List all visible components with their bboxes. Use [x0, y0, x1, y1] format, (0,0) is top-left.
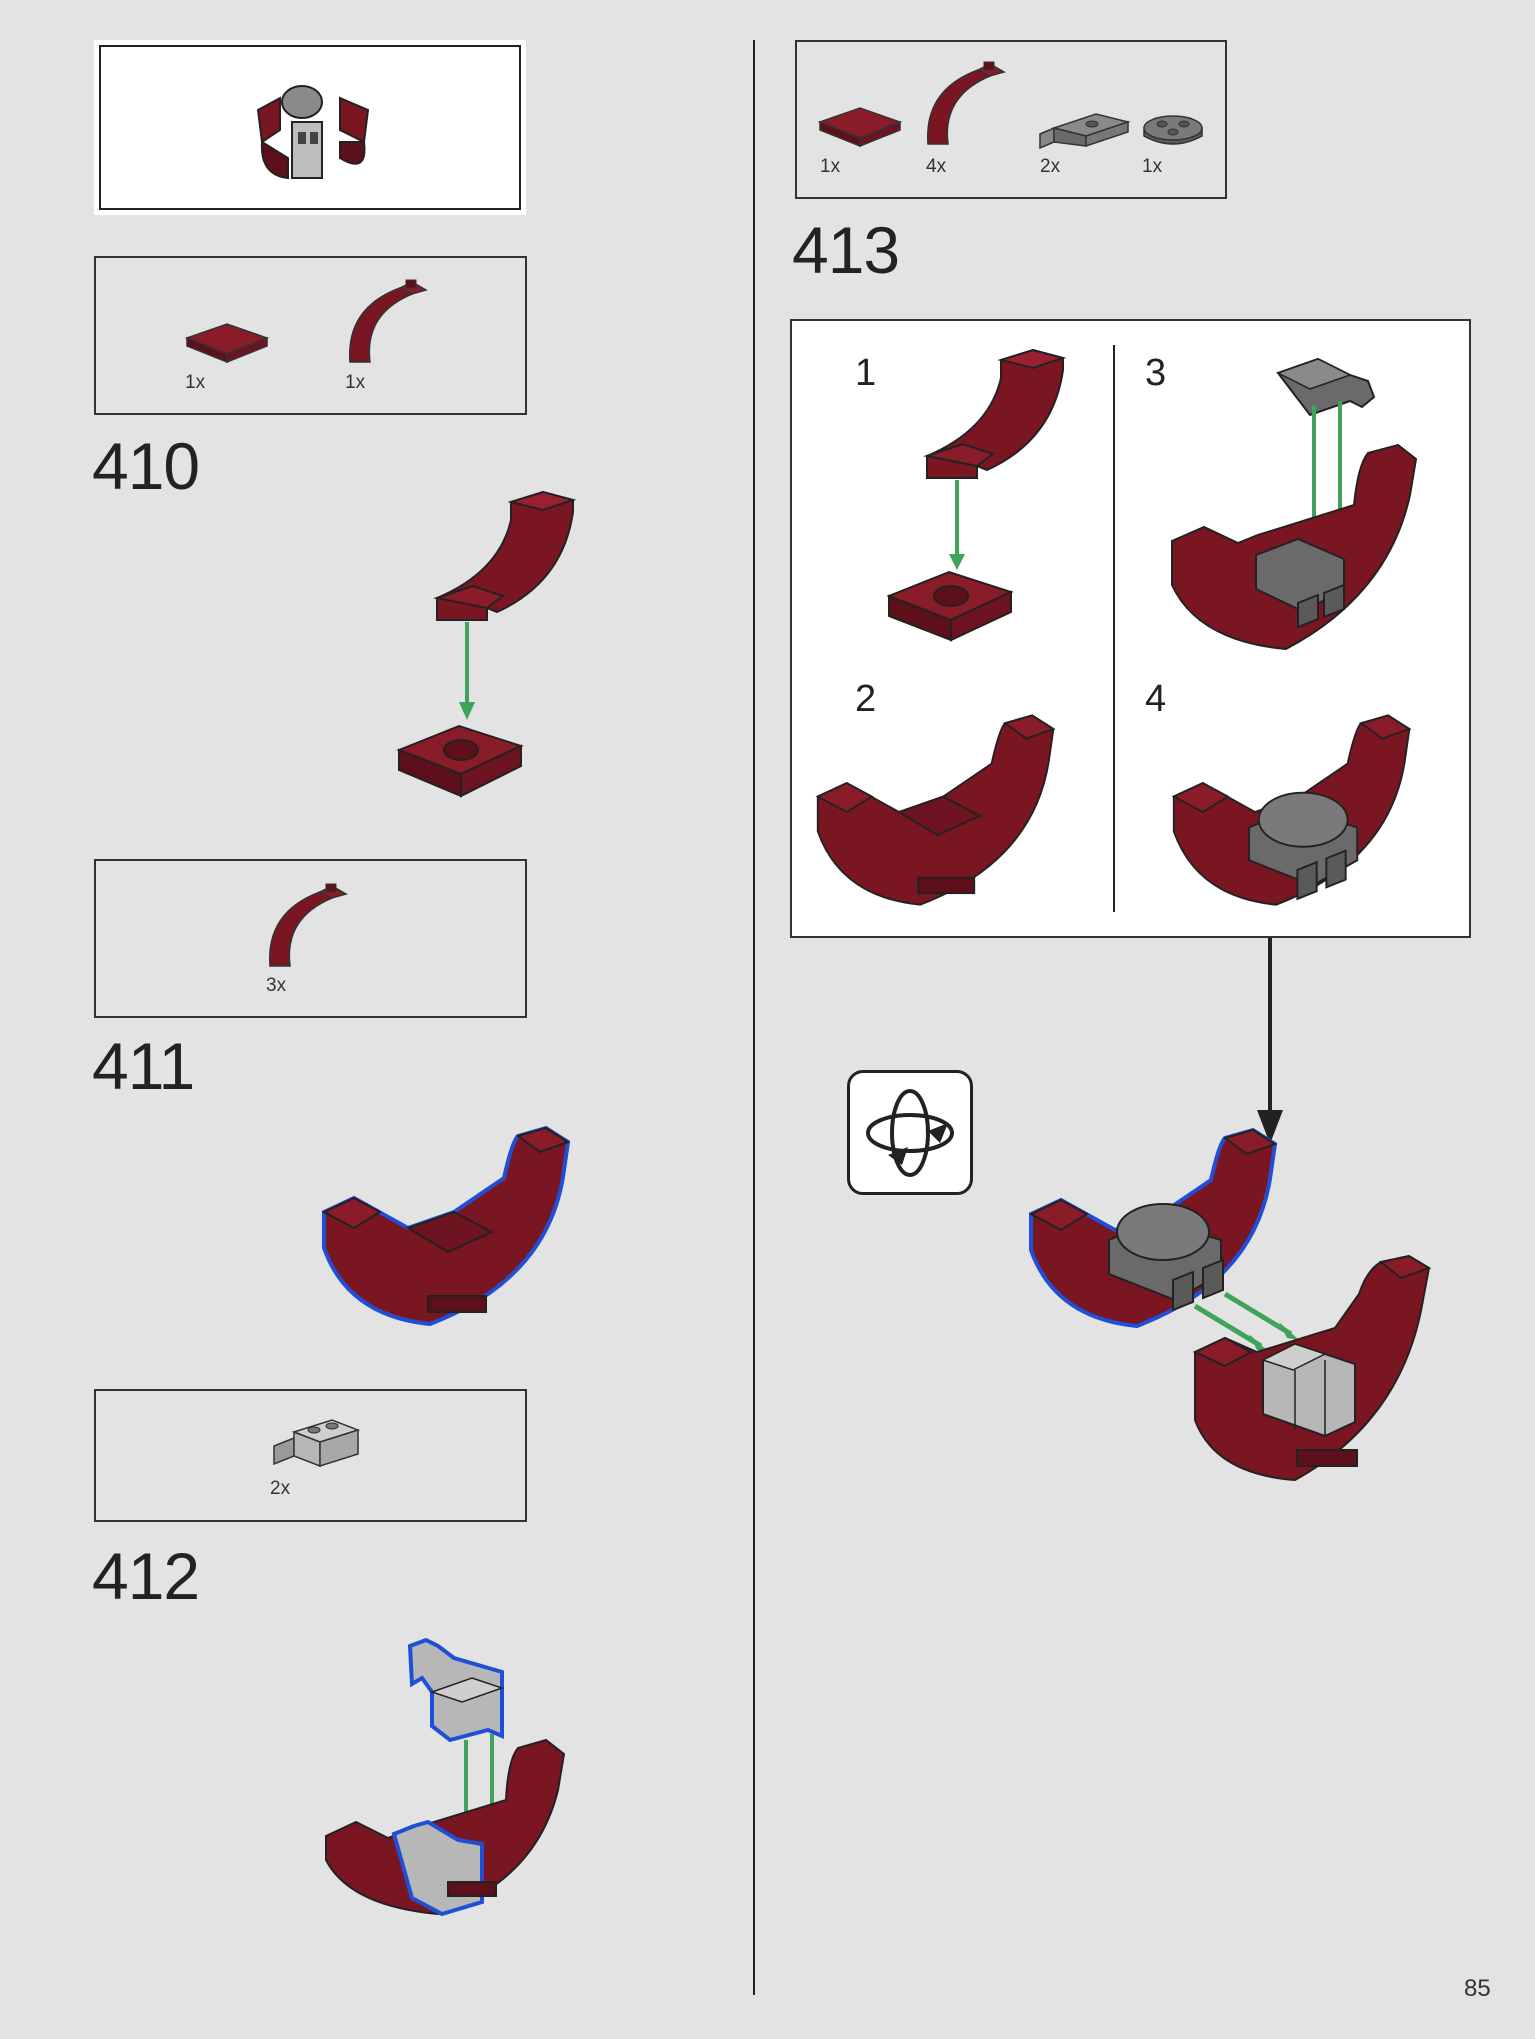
- part-qty: 3x: [266, 975, 287, 996]
- curved-slope-icon: [269, 883, 348, 967]
- substep-divider: [1113, 345, 1115, 912]
- step-411-assembly: [321, 1125, 571, 1327]
- parts-list-411: [94, 859, 527, 1018]
- step-413-assembly: [1028, 1127, 1432, 1482]
- part-qty: 1x: [345, 372, 366, 393]
- curved-slope-icon: [349, 279, 428, 363]
- part-qty: 1x: [1142, 156, 1163, 177]
- step-410-assembly: [396, 490, 577, 798]
- connector-arrow: [1257, 938, 1283, 1144]
- step-412-assembly: [325, 1637, 566, 1917]
- hinge-brick-icon: [273, 1419, 361, 1468]
- substep-number-3: 3: [1145, 352, 1167, 394]
- tile-2x2-icon: [817, 107, 903, 148]
- part-qty: 1x: [820, 156, 841, 177]
- parts-list-413: [795, 40, 1227, 199]
- substep-4-image: [1171, 714, 1412, 906]
- parts-list-412: [94, 1389, 527, 1522]
- submodel-preview-image: [256, 85, 370, 180]
- substep-number-1: 1: [855, 352, 877, 394]
- rotate-arrows-icon: [866, 1089, 954, 1177]
- step-number-410: 410: [92, 429, 200, 503]
- substep-1-image: [886, 348, 1067, 642]
- step-number-412: 412: [92, 1539, 200, 1613]
- part-qty: 2x: [1040, 156, 1061, 177]
- hinge-plate-icon: [1039, 113, 1131, 150]
- substep-number-4: 4: [1145, 678, 1167, 720]
- substep-number-2: 2: [855, 678, 877, 720]
- curved-slope-icon: [927, 61, 1006, 145]
- part-qty: 1x: [185, 372, 206, 393]
- substep-2-image: [815, 714, 1056, 906]
- step-number-411: 411: [92, 1029, 195, 1103]
- tile-2x2-icon: [184, 323, 270, 364]
- step-number-413: 413: [792, 213, 900, 287]
- substep-3-image: [1171, 357, 1418, 651]
- page-number: 85: [1464, 1975, 1491, 2002]
- parts-list-410: [94, 256, 527, 415]
- round-plate-icon: [1143, 115, 1203, 145]
- part-qty: 2x: [270, 1478, 291, 1499]
- rotate-model-icon: [847, 1070, 973, 1195]
- column-divider: [753, 40, 755, 1995]
- part-qty: 4x: [926, 156, 947, 177]
